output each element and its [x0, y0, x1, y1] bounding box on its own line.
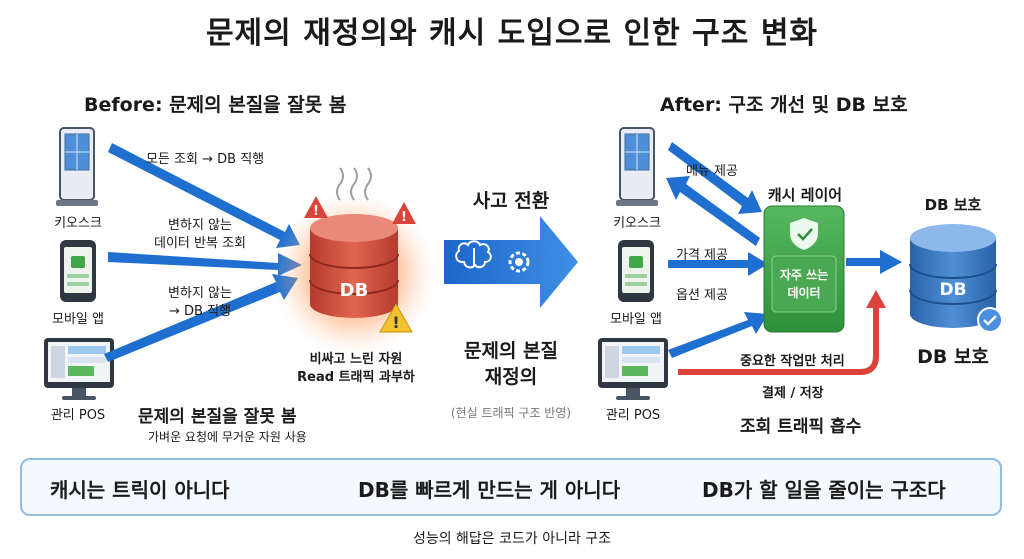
option-label: 옵션 제공 [676, 288, 728, 303]
shield-icon [790, 218, 818, 250]
read-traffic-absorb: 조회 트래픽 흡수 [740, 417, 862, 437]
db-protect-top: DB 보호 [924, 196, 982, 214]
arrow-label-direct-line1: 변하지 않는 [168, 286, 232, 301]
page-title: 문제의 재정의와 캐시 도입으로 인한 구조 변화 [205, 16, 819, 51]
cache-layer-box [763, 205, 845, 333]
redefine-sub: (현실 트래픽 구조 반영) [450, 406, 572, 420]
pos-monitor-icon [44, 338, 114, 400]
db-label: DB [339, 280, 369, 301]
pos-label: 관리 POS [605, 408, 661, 423]
before-arrows [104, 143, 302, 362]
menu-label: 메뉴 제공 [686, 164, 738, 179]
cache-label-line2: 데이터 [787, 286, 821, 300]
arrow-label-repeat-line2: 데이터 반복 조회 [154, 236, 246, 251]
kiosk-label: 키오스크 [613, 216, 661, 231]
after-arrows [666, 142, 902, 358]
pos-monitor-icon [598, 338, 668, 400]
warning-icon: ! ! ! [304, 196, 416, 333]
takeaway-cache-not-trick: 캐시는 트릭이 아니다 [50, 478, 230, 502]
mobile-app-icon [618, 240, 654, 302]
mobile-app-icon [60, 240, 96, 302]
db-label: DB [939, 280, 967, 300]
db-protect-bottom: DB 보호 [917, 346, 989, 368]
price-label: 가격 제공 [676, 248, 728, 263]
pos-label: 관리 POS [50, 408, 106, 423]
takeaway-box [20, 458, 1002, 516]
footer-conclusion: 성능의 해답은 코드가 아니라 구조 [412, 531, 612, 547]
arrow-label-repeat-line1: 변하지 않는 [168, 218, 232, 233]
arrow-label-direct-line2: → DB 직행 [168, 304, 231, 319]
mindset-shift-heading: 사고 전환 [472, 190, 550, 212]
check-badge-icon [977, 307, 1003, 333]
payment-label: 결제 / 저장 [762, 386, 824, 401]
svg-text:!: ! [392, 313, 399, 332]
db-caption-expensive: 비싸고 느린 자원 [309, 352, 403, 367]
before-heading: Before: 문제의 본질을 잘못 봄 [84, 94, 347, 116]
cache-layer-title: 캐시 레이어 [767, 186, 843, 204]
svg-text:!: ! [313, 204, 319, 219]
kiosk-icon [56, 127, 98, 206]
brain-icon [455, 240, 492, 269]
important-work-path [678, 290, 886, 375]
kiosk-label: 키오스크 [54, 216, 102, 231]
mobile-app-label: 모바일 앱 [52, 312, 104, 327]
takeaway-not-faster-db: DB를 빠르게 만드는 게 아니다 [358, 478, 621, 502]
gear-icon [508, 251, 530, 273]
before-summary-sub: 가벼운 요청에 무거운 자원 사용 [148, 430, 307, 444]
heat-waves-icon [336, 167, 372, 201]
arrow-label-all-queries: 모든 조회 → DB 직행 [146, 152, 265, 167]
kiosk-icon [616, 127, 658, 206]
svg-text:!: ! [401, 210, 407, 225]
redefine-text-line2: 재정의 [484, 366, 538, 388]
overloaded-db-icon [309, 214, 399, 318]
protected-db-icon [909, 224, 997, 328]
important-work-label: 중요한 작업만 처리 [740, 354, 845, 369]
redefine-text-line1: 문제의 본질 [463, 340, 558, 362]
after-heading: After: 구조 개선 및 DB 보호 [660, 94, 908, 116]
takeaway-reduce-db-work: DB가 할 일을 줄이는 구조다 [702, 478, 946, 502]
db-caption-overload: Read 트래픽 과부하 [297, 370, 415, 385]
cache-label-line1: 자주 쓰는 [779, 268, 829, 282]
before-summary-title: 문제의 본질을 잘못 봄 [138, 407, 297, 427]
mobile-app-label: 모바일 앱 [610, 312, 662, 327]
